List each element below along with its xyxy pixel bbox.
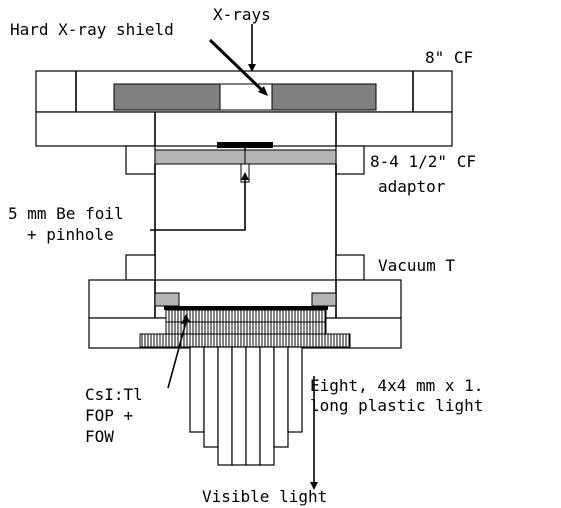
labels: X-rays Hard X-ray shield 8" CF 8-4 1/2" …	[8, 5, 483, 506]
be-foil	[217, 142, 273, 148]
shield-block-right	[271, 83, 377, 111]
xrays-label: X-rays	[213, 5, 271, 24]
csi-label-line3: FOW	[85, 427, 114, 446]
cf8-flange	[35, 70, 453, 113]
light-guides	[189, 346, 303, 466]
csi-pointer	[167, 321, 187, 389]
vacuum-t-label: Vacuum T	[378, 256, 455, 275]
cf8-label: 8" CF	[425, 48, 473, 67]
adaptor	[125, 142, 365, 183]
cf8-lower-flange	[35, 111, 453, 147]
be-foil-label-line2: + pinhole	[27, 225, 114, 244]
pointer-lines	[150, 24, 318, 490]
csi-label-line2: FOP +	[85, 406, 133, 425]
pinhole-pointer	[150, 176, 246, 231]
visible-light-label: Visible light	[202, 487, 327, 506]
adaptor-label-line2: adaptor	[378, 177, 446, 196]
shield-block-left	[113, 83, 221, 111]
be-foil-label-line1: 5 mm Be foil	[8, 204, 124, 223]
light-guide-label-line1: Eight, 4x4 mm x 1.	[310, 376, 483, 395]
adaptor-label-line1: 8-4 1/2" CF	[370, 152, 476, 171]
shield-arrow	[208, 38, 266, 94]
hard-shield-label: Hard X-ray shield	[10, 20, 174, 39]
fop-layer	[165, 309, 327, 323]
csi-layer	[164, 306, 328, 310]
scintillator-stack	[139, 306, 351, 348]
fow-plate	[139, 333, 351, 348]
light-guide-label-line2: long plastic light	[310, 396, 483, 415]
csi-label-line1: CsI:Tl	[85, 385, 143, 404]
fow-layer	[165, 321, 327, 335]
